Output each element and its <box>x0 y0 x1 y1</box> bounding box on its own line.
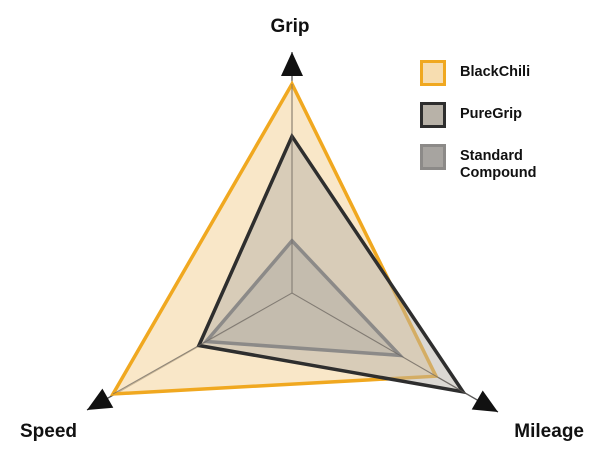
legend-item-puregrip: PureGrip <box>420 102 570 128</box>
series-polygons <box>109 80 473 398</box>
legend-swatch-standard-compound <box>420 144 446 170</box>
axis-label-grip: Grip <box>270 16 309 37</box>
series-polygon-standard-compound <box>202 238 405 358</box>
axis-arrow-grip-icon <box>281 52 303 76</box>
legend-label-puregrip: PureGrip <box>460 106 523 122</box>
legend-swatch-blackchili <box>420 60 446 86</box>
legend-item-blackchili: BlackChili <box>420 60 570 86</box>
legend-label-standard-compound: Standard Compound <box>460 148 537 181</box>
legend: BlackChili PureGrip Standard Compound <box>420 60 570 198</box>
legend-item-standard-compound: Standard Compound <box>420 144 570 182</box>
series-polygon-puregrip <box>196 132 467 395</box>
axis-spoke-overlay-speed <box>112 292 293 395</box>
axis-spoke-overlay-mileage <box>291 292 473 398</box>
axis-label-speed: Speed <box>20 421 77 442</box>
axis-arrow-speed-icon <box>87 388 114 410</box>
legend-swatch-puregrip <box>420 102 446 128</box>
axis-arrow-mileage-icon <box>471 390 498 412</box>
legend-label-blackchili: BlackChili <box>460 64 531 80</box>
axis-label-mileage: Mileage <box>514 421 584 442</box>
axis-arrows <box>87 52 498 412</box>
